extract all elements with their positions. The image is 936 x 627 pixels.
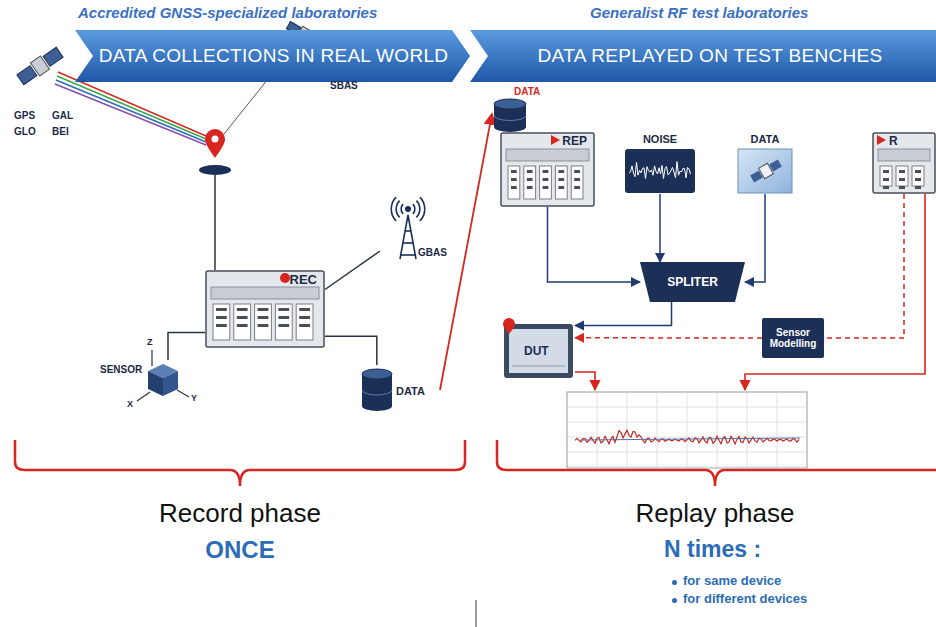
replay-unit: R [872,132,936,194]
replay-unit: REP [500,132,595,207]
result-arrow [745,194,925,390]
chart-grid [568,393,806,467]
recorder-unit: REC [205,270,325,348]
data-storage: DATA [492,86,552,132]
node-text: Generalist RF test laboratories [590,4,808,21]
device-under-test: DUT [500,318,575,380]
bullet-dot [672,598,677,603]
antenna-cable [214,175,216,270]
connector [575,302,672,325]
connector [440,114,492,390]
chart-mean [580,438,800,440]
signal-lines [55,72,206,145]
constellation-name: GAL [52,110,73,121]
node-text: DATA [730,133,800,145]
constellation-name: BEI [52,126,69,137]
node-text: REC [290,272,317,287]
node-text: REP [562,134,587,148]
node-text: Accredited GNSS-specialized laboratories [78,4,377,21]
node-text: GBAS [418,247,447,258]
result-chart [567,392,807,468]
node-text: SENSOR [100,364,142,375]
banner-arrow: Accredited GNSS-specialized laboratories… [0,0,470,82]
location-pin-dot [212,136,219,143]
phase-title: Replay phase [595,498,835,529]
connector [659,194,661,262]
node-text: DATA [514,86,540,97]
axis-label: X [127,399,133,409]
gbas-antenna: GBAS [380,195,455,265]
node-text: DATA [396,385,425,397]
result-arrow [575,372,595,390]
phase-title: Record phase [120,498,360,529]
bullet-dot [672,580,677,585]
connector [575,337,762,339]
constellation-name: GPS [14,110,35,121]
data-source: DATA [730,132,800,194]
sensor-modelling: Sensor Modelling [762,318,824,358]
data-storage: DATA [360,365,440,415]
chart-trace [575,430,799,444]
node-text: SPLITER [640,262,745,302]
connector [325,251,380,290]
connector [325,336,377,365]
satellite-name: SBAS [330,80,358,91]
phase-count: ONCE [120,536,360,564]
location-pin [205,129,225,158]
node-text: DATA REPLAYED ON TEST BENCHES [500,30,920,82]
connector [745,194,765,282]
node-text: DATA COLLECTIONS IN REAL WORLD [95,30,452,82]
separator-tick [476,600,477,627]
noise-source: NOISE [615,132,705,194]
connector [548,207,641,282]
node-text: DUT [524,344,549,358]
sensor-cube: SENSOR [100,360,180,400]
bullet-item: for different devices [683,591,807,606]
node-text: NOISE [615,133,705,145]
phase-count: N times : [664,536,761,563]
record-bracket [15,440,465,486]
node-text: R [889,134,898,148]
axis-label: Y [191,393,197,403]
sensor-axes [137,350,189,401]
banner-arrow: Generalist RF test laboratoriesDATA REPL… [460,0,936,82]
splitter: SPLITER [640,262,745,302]
axis-label: Z [147,337,153,347]
bullet-item: for same device [683,573,781,588]
constellation-name: GLO [14,126,36,137]
connector [168,332,205,360]
connector [824,194,904,338]
node-text: Sensor Modelling [762,318,824,358]
replay-unit-shape [872,132,936,194]
antenna-disk [199,165,231,175]
